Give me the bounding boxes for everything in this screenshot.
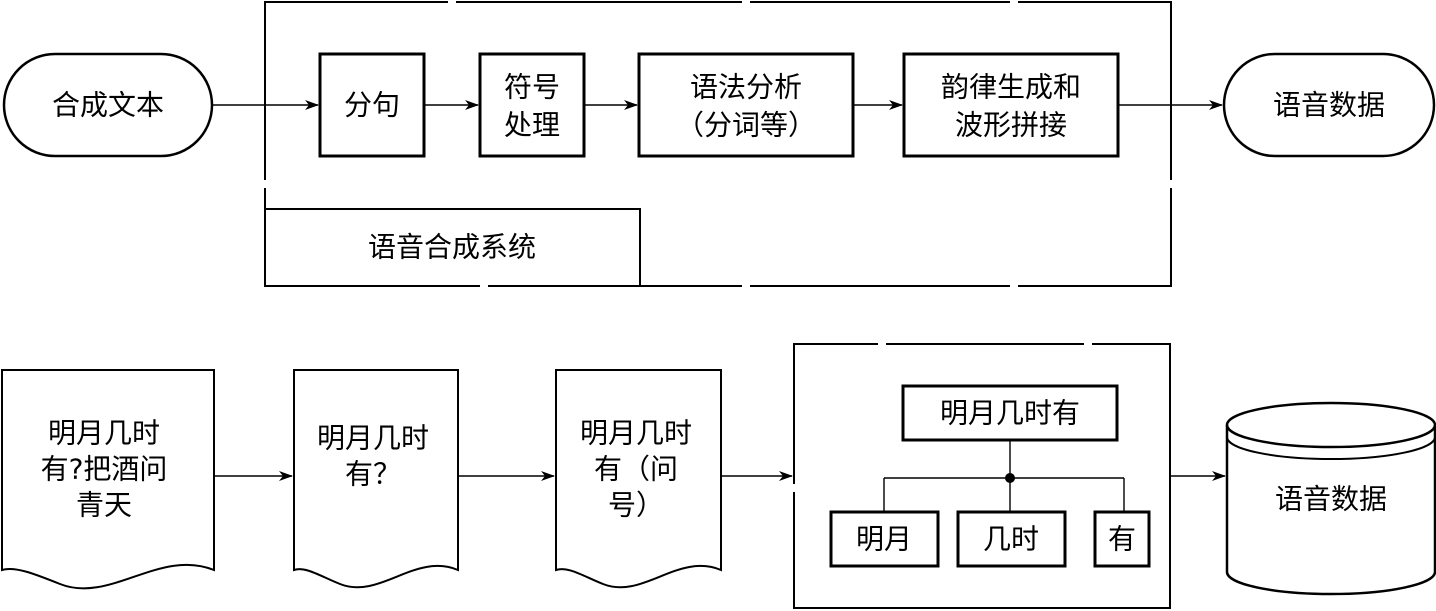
- svg-text:语音数据: 语音数据: [1273, 89, 1385, 122]
- document-symbol-processed: 明月几时 有（问 号）: [555, 369, 722, 589]
- svg-text:有？: 有？: [345, 458, 401, 491]
- system-label-box: 语音合成系统: [265, 208, 641, 286]
- step-sentence-split: 分句: [318, 52, 426, 158]
- svg-text:有: 有: [1108, 523, 1136, 556]
- svg-text:韵律生成和: 韵律生成和: [941, 71, 1081, 104]
- svg-text:语音数据: 语音数据: [1275, 483, 1387, 516]
- svg-text:有（问: 有（问: [594, 453, 678, 486]
- svg-text:明月几时有: 明月几时有: [940, 397, 1080, 430]
- step-prosody-waveform: 韵律生成和 波形拼接: [902, 52, 1120, 158]
- junction-dot: [1005, 473, 1015, 483]
- svg-text:符号: 符号: [504, 71, 560, 104]
- document-split-sentence: 明月几时 有？: [293, 369, 459, 589]
- tree-connectors: [883, 440, 1125, 512]
- svg-text:语法分析: 语法分析: [690, 71, 802, 104]
- input-text-label: 合成文本: [52, 89, 164, 122]
- svg-text:明月几时: 明月几时: [580, 417, 692, 450]
- svg-text:号）: 号）: [608, 489, 664, 522]
- tree-child-box-2: 几时: [956, 510, 1067, 568]
- svg-text:青天: 青天: [76, 489, 132, 522]
- segmentation-frame: [792, 342, 1171, 609]
- svg-text:明月: 明月: [856, 523, 912, 556]
- speech-database-cylinder: 语音数据: [1225, 401, 1436, 596]
- svg-text:几时: 几时: [983, 523, 1039, 556]
- svg-text:波形拼接: 波形拼接: [955, 109, 1067, 142]
- svg-text:有?把酒问: 有?把酒问: [41, 453, 168, 486]
- document-raw-sentence: 明月几时 有?把酒问 青天: [1, 369, 215, 590]
- system-label: 语音合成系统: [368, 231, 536, 264]
- tree-child-box-1: 明月: [829, 510, 940, 568]
- svg-text:（分词等）: （分词等）: [676, 109, 816, 142]
- svg-text:明月几时: 明月几时: [48, 417, 160, 450]
- output-speech-node-top: 语音数据: [1222, 52, 1436, 158]
- step-grammar-analysis: 语法分析 （分词等）: [637, 52, 855, 158]
- tree-child-box-3: 有: [1093, 510, 1151, 568]
- svg-text:明月几时: 明月几时: [317, 422, 429, 455]
- step-symbol-processing: 符号 处理: [478, 52, 586, 158]
- svg-text:处理: 处理: [504, 109, 560, 142]
- synthesis-system-frame: [263, 0, 1173, 288]
- svg-text:分句: 分句: [344, 89, 400, 122]
- tree-root-box: 明月几时有: [901, 384, 1119, 442]
- input-text-node: 合成文本: [2, 52, 214, 158]
